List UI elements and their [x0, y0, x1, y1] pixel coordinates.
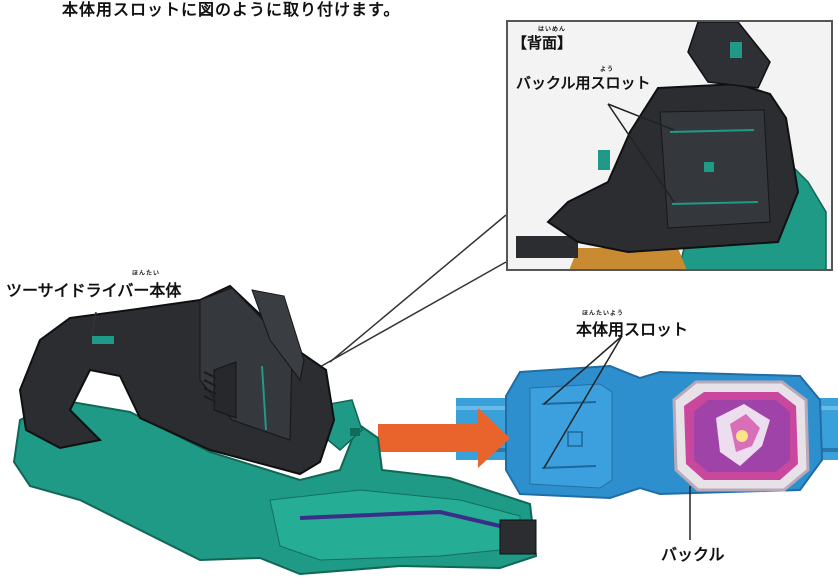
callout-line-top	[329, 214, 507, 363]
buckle-label: バックル	[661, 545, 725, 564]
driver-label-leader	[91, 311, 97, 337]
back-view-illustration	[508, 22, 831, 269]
driver-teal-accent	[92, 336, 114, 344]
driver-body-label: ツーサイドライバー本体	[6, 281, 182, 300]
driver-slot-panel	[529, 383, 613, 489]
belt-slot-leader-bottom	[543, 335, 623, 469]
belt-slot-leader-top	[543, 335, 623, 405]
back-view-label: 【背面】	[512, 34, 573, 52]
instruction-caption: 本体用スロットに図のように取り付けます。	[62, 0, 401, 19]
callout-line-bottom	[317, 261, 507, 369]
back-label-furigana: はいめん	[538, 26, 567, 33]
insert-arrow	[378, 408, 510, 468]
buckle-slot-label: バックル用スロット	[516, 74, 651, 92]
driver-furigana: ほんたい	[132, 270, 161, 277]
back-view-inset: はいめん 【背面】 よう バックル用スロット	[506, 20, 833, 271]
driver-slot-label: 本体用スロット	[576, 320, 689, 339]
buckle-slot-furigana: よう	[600, 66, 615, 73]
driver-slot-furigana: ほんたいよう	[582, 310, 624, 317]
